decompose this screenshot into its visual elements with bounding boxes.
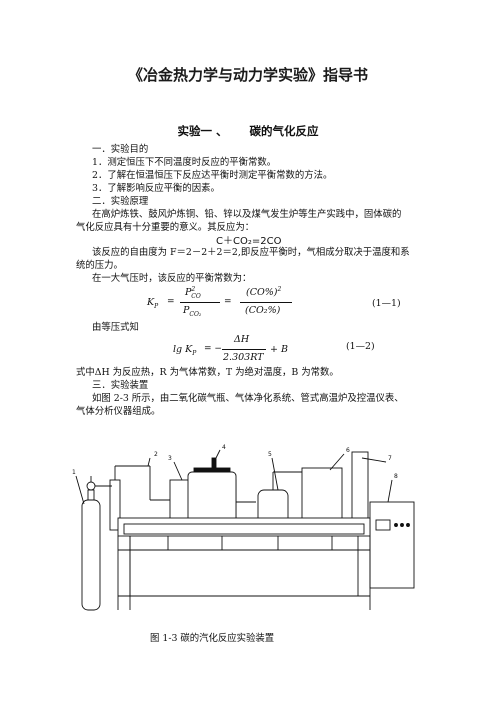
eq2-denominator: 2.303RT <box>223 352 264 363</box>
figure-label-5: 5 <box>268 451 272 458</box>
experiment-heading: 实验一 、 碳的气化反应 <box>0 123 496 139</box>
co2-cylinder <box>81 476 112 611</box>
eq2-numerator: ΔH <box>234 334 250 345</box>
purpose-item-3: 3．了解影响反应平衡的因素。 <box>92 183 220 194</box>
eq2-plus-b: + B <box>270 344 288 355</box>
measurement-column <box>351 451 369 525</box>
paragraph-line: 由等压式知 <box>92 322 139 333</box>
paragraph-line: 式中ΔH 为反应热，R 为气体常数，T 为绝对温度，B 为常数。 <box>76 367 339 378</box>
section-heading-purpose: 一．实验目的 <box>92 144 149 155</box>
eq1-denominator-left: PCO₂ <box>183 305 202 318</box>
eq2-equals: = − <box>204 344 222 354</box>
eq1-numerator-right: (CO%)2 <box>246 286 282 299</box>
paragraph-line: 如图 2-3 所示，由二氧化碳气瓶、气体净化系统、管式高温炉及控温仪表、 <box>92 393 404 404</box>
eq2-lhs: lg KP <box>173 344 197 357</box>
eq1-lhs: KP <box>147 297 159 310</box>
figure-caption: 图 1-3 碳的汽化反应实验装置 <box>150 633 275 644</box>
eq1-denominator-right: (CO₂%) <box>245 305 281 316</box>
lab-bench <box>117 517 371 610</box>
experiment-name: 碳的气化反应 <box>249 124 319 138</box>
paragraph-line: 气化反应具有十分重要的意义。其反应为： <box>76 222 255 233</box>
figure-label-4: 4 <box>222 444 226 451</box>
figure-label-2: 2 <box>154 451 158 458</box>
eq1-equals: = <box>167 297 175 307</box>
paragraph-line: 在高炉炼铁、鼓风炉炼铜、铅、锌以及煤气发生炉等生产实践中，固体碳的 <box>92 209 402 220</box>
purpose-item-2: 2．了解在恒温恒压下反应达平衡时测定平衡常数的方法。 <box>92 170 333 181</box>
figure-label-3: 3 <box>168 455 172 462</box>
reaction-equation: C＋CO₂=2CO <box>216 236 282 247</box>
figure-label-8: 8 <box>394 473 398 480</box>
eq1-equals-2: = <box>224 297 232 307</box>
eq1-numerator-left: P2CO <box>185 286 201 301</box>
figure-label-6: 6 <box>346 447 350 454</box>
eq1-fraction-bar-right <box>240 302 292 303</box>
section-heading-principle: 二．实验原理 <box>92 196 149 207</box>
paragraph-line: 气体分析仪器组成。 <box>76 406 161 417</box>
paragraph-line: 统的压力。 <box>76 260 123 271</box>
eq1-fraction-bar-left <box>180 302 220 303</box>
experiment-number: 实验一 、 <box>177 124 228 138</box>
tube-furnace <box>169 457 256 533</box>
purpose-item-1: 1．测定恒压下不同温度时反应的平衡常数。 <box>92 157 277 168</box>
eq2-fraction-bar <box>222 349 266 350</box>
document-title: 《冶金热力学与动力学实验》指导书 <box>127 66 368 84</box>
figure-label-1: 1 <box>72 469 76 476</box>
gas-analyzer-bottle <box>257 471 302 527</box>
gas-purification-system <box>109 465 170 610</box>
temperature-controller <box>369 501 415 589</box>
paragraph-line: 该反应的自由度为 F＝2－2＋2＝2,即反应平衡时，气相成分取决于温度和系 <box>92 247 410 258</box>
apparatus-figure: 1 2 3 4 5 6 7 8 <box>72 444 415 611</box>
eq2-tag: (1—2) <box>346 341 375 352</box>
gas-analysis-instrument <box>301 467 343 521</box>
paragraph-line: 在一大气压时，该反应的平衡常数为： <box>92 273 252 284</box>
eq1-tag: (1—1) <box>372 298 401 309</box>
section-heading-apparatus: 三．实验装置 <box>92 380 149 391</box>
figure-label-7: 7 <box>388 455 392 462</box>
